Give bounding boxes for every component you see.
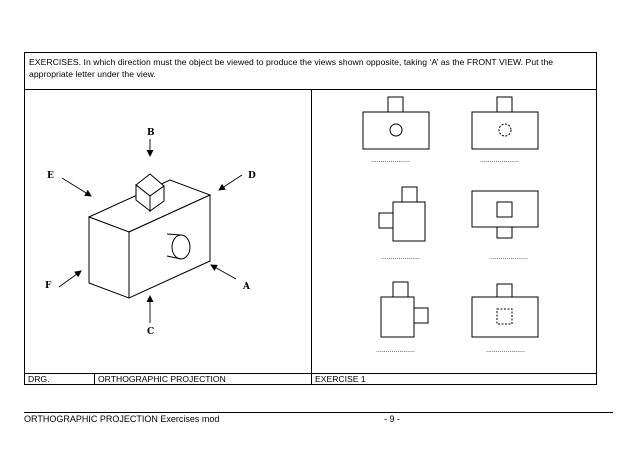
answer-blank-view-5[interactable]: .................... bbox=[376, 347, 415, 354]
exercise-number: EXERCISE 1 bbox=[315, 374, 366, 384]
cylinder-boss-edge bbox=[166, 233, 182, 236]
footer-title: ORTHOGRAPHIC PROJECTION Exercises mod bbox=[24, 414, 220, 424]
cube-right-face bbox=[149, 185, 165, 212]
page-number: - 9 - bbox=[384, 414, 401, 424]
view-4 bbox=[471, 190, 539, 239]
answer-blank-view-6[interactable]: .................... bbox=[486, 347, 525, 354]
answer-blank-view-1[interactable]: .................... bbox=[371, 157, 410, 164]
title-block: DRG. ORTHOGRAPHIC PROJECTION EXERCISE 1 bbox=[25, 373, 596, 385]
answer-blank-view-3[interactable]: .................... bbox=[381, 254, 420, 261]
footer-rule bbox=[24, 412, 613, 413]
arrow-d bbox=[218, 174, 243, 191]
label-b: B bbox=[147, 128, 155, 138]
cylinder-boss-edge bbox=[166, 255, 182, 260]
isometric-object bbox=[87, 173, 212, 299]
title-block-divider bbox=[94, 374, 95, 385]
view-1 bbox=[362, 96, 430, 150]
label-a: A bbox=[242, 282, 251, 292]
view-6 bbox=[471, 283, 539, 338]
drawing-title: ORTHOGRAPHIC PROJECTION bbox=[98, 374, 226, 384]
label-f: F bbox=[45, 281, 52, 291]
object-left-face bbox=[88, 216, 130, 299]
label-c: C bbox=[147, 327, 154, 337]
direction-arrows bbox=[58, 139, 243, 323]
answer-blank-view-4[interactable]: .................... bbox=[489, 254, 528, 261]
arrow-e bbox=[61, 177, 92, 197]
label-e: E bbox=[47, 171, 54, 181]
view-2 bbox=[471, 96, 539, 150]
title-block-divider bbox=[311, 374, 312, 385]
panel-divider bbox=[311, 90, 312, 373]
orthographic-views bbox=[362, 96, 539, 338]
label-d: D bbox=[248, 171, 256, 181]
arrow-a bbox=[210, 264, 237, 280]
view-5 bbox=[380, 281, 429, 338]
view-3 bbox=[378, 186, 426, 242]
instructions-text: EXERCISES. In which direction must the o… bbox=[25, 53, 596, 90]
answer-blank-view-2[interactable]: .................... bbox=[480, 157, 519, 164]
drawing-sheet: EXERCISES. In which direction must the o… bbox=[24, 52, 597, 385]
arrow-f bbox=[58, 270, 82, 288]
drg-label: DRG. bbox=[28, 374, 50, 384]
